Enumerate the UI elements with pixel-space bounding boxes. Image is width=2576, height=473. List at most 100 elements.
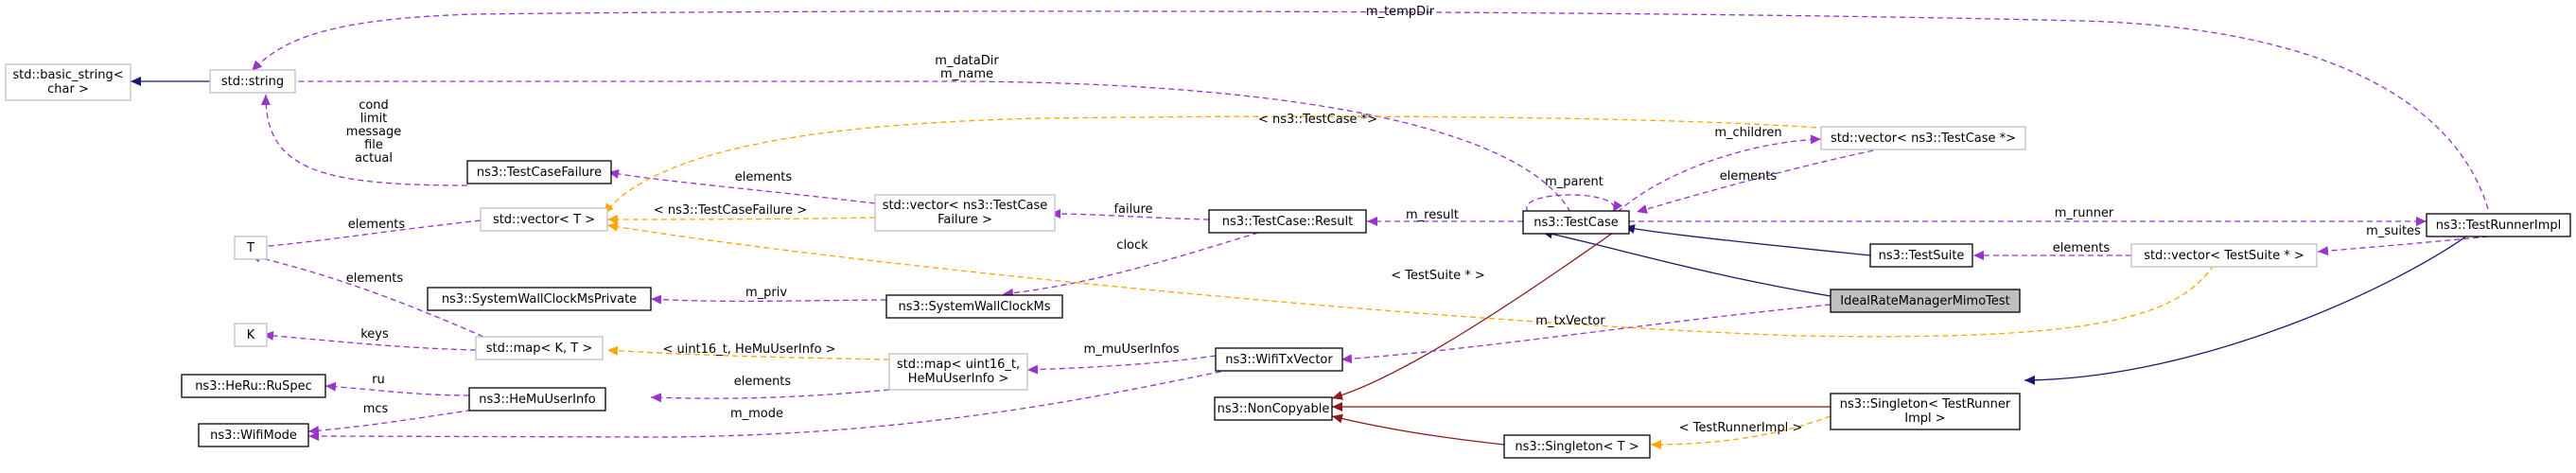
node-he-mu-user-info[interactable]: ns3::HeMuUserInfo (468, 387, 606, 412)
label-elements-suite: elements (2053, 241, 2111, 255)
edge-priv (650, 294, 887, 305)
edge-singletonT-noncopyable (1331, 413, 1505, 446)
edge-datadir (254, 77, 1571, 213)
node-system-wall-clock-ms[interactable]: ns3::SystemWallClockMs (885, 294, 1063, 319)
label-failure: failure (1113, 202, 1152, 217)
label-vec-testcase-ptr: < ns3::TestCase *> (1258, 113, 1377, 127)
node-singleton-T[interactable]: ns3::Singleton< T > (1503, 434, 1651, 459)
node-vector-T[interactable]: std::vector< T > (480, 207, 608, 232)
edge-parent (1526, 194, 1623, 213)
edge-testsuite-inherits-testcase (1623, 224, 1871, 256)
node-vector-test-case-ptr[interactable]: std::vector< ns3::TestCase *> (1820, 126, 2026, 150)
label-muuserinfos: m_muUserInfos (1083, 342, 1179, 357)
svg-text:ns3::HeMuUserInfo: ns3::HeMuUserInfo (479, 393, 596, 407)
label-testsuite-tmpl: < TestSuite * > (1391, 269, 1484, 283)
node-wifi-tx-vector[interactable]: ns3::WifiTxVector (1215, 347, 1343, 372)
edge-keys (262, 330, 477, 351)
svg-text:std::vector< ns3::TestCase *>: std::vector< ns3::TestCase *> (1831, 131, 2016, 146)
node-vector-test-case-failure[interactable]: std::vector< ns3::TestCase Failure > (874, 194, 1056, 232)
svg-text:ns3::SystemWallClockMs: ns3::SystemWallClockMs (898, 300, 1050, 314)
label-keys: keys (360, 327, 389, 342)
node-basic-string[interactable]: std::basic_string< char > (5, 63, 131, 101)
edge-testcase-noncopyable (1331, 232, 1614, 400)
label-failure-field-cond: cond (359, 98, 389, 113)
node-wifi-mode[interactable]: ns3::WifiMode (198, 423, 309, 447)
node-test-case-failure[interactable]: ns3::TestCaseFailure (466, 160, 612, 184)
label-priv: m_priv (745, 286, 787, 300)
edge-failure (1049, 209, 1210, 220)
node-non-copyable[interactable]: ns3::NonCopyable (1214, 396, 1333, 421)
svg-text:std::basic_string<: std::basic_string< (12, 68, 123, 82)
svg-text:ns3::WifiTxVector: ns3::WifiTxVector (1225, 353, 1333, 367)
svg-text:ns3::Singleton< TestRunner: ns3::Singleton< TestRunner (1840, 397, 2011, 412)
label-elements-hemu: elements (734, 375, 792, 389)
edge-elements-T (245, 219, 482, 253)
svg-text:std::map< K, T >: std::map< K, T > (486, 342, 593, 356)
edge-vec-testcase-ptr (603, 115, 1846, 215)
node-K[interactable]: K (234, 323, 268, 347)
node-test-runner-impl[interactable]: ns3::TestRunnerImpl (2426, 213, 2571, 237)
label-failure-field-limit: limit (360, 112, 388, 126)
label-runner: m_runner (2055, 206, 2114, 220)
label-mode: m_mode (730, 407, 783, 421)
node-test-suite[interactable]: ns3::TestSuite (1869, 243, 1973, 268)
edge-children (1617, 134, 1822, 213)
svg-text:ns3::TestCase::Result: ns3::TestCase::Result (1222, 215, 1353, 229)
label-elements-tc: elements (1720, 169, 1778, 184)
label-elements-failure: elements (735, 170, 793, 184)
edge-ru (324, 381, 470, 396)
edge-suites (2317, 236, 2489, 256)
svg-text:IdealRateManagerMimoTest: IdealRateManagerMimoTest (1840, 294, 2010, 308)
label-datadir-2: m_name (940, 67, 993, 81)
node-std-string[interactable]: std::string (209, 69, 296, 94)
edge-failure-tmpl (606, 214, 876, 224)
label-uint-tmpl: < uint16_t, HeMuUserInfo > (662, 342, 835, 357)
edge-muuserinfos (1026, 355, 1217, 375)
label-result: m_result (1406, 208, 1459, 222)
label-failure-field-file: file (364, 138, 383, 152)
label-suites: m_suites (2366, 224, 2421, 238)
label-txvector: m_txVector (1535, 314, 1605, 328)
node-system-wall-clock-ms-private[interactable]: ns3::SystemWallClockMsPrivate (427, 287, 652, 311)
svg-text:ns3::SystemWallClockMsPrivate: ns3::SystemWallClockMsPrivate (442, 292, 637, 307)
node-singleton-test-runner-impl[interactable]: ns3::Singleton< TestRunner Impl > (1830, 393, 2021, 430)
label-children: m_children (1714, 126, 1781, 140)
svg-text:ns3::TestSuite: ns3::TestSuite (1879, 249, 1965, 263)
edge-runner-tmpl (1650, 415, 1831, 449)
edge-failure-fields (260, 94, 468, 186)
node-ideal-rate-manager-mimo-test[interactable]: IdealRateManagerMimoTest (1830, 289, 2021, 313)
svg-text:char >: char > (47, 82, 89, 96)
node-he-ru-ruspec[interactable]: ns3::HeRu::RuSpec (181, 374, 326, 398)
label-failure-field-actual: actual (355, 151, 393, 166)
node-map-K-T[interactable]: std::map< K, T > (475, 336, 604, 360)
svg-text:std::map< uint16_t,: std::map< uint16_t, (897, 358, 1020, 372)
label-parent: m_parent (1545, 175, 1603, 189)
svg-text:T: T (246, 241, 254, 255)
edge-mode (307, 365, 1250, 442)
label-datadir-1: m_dataDir (935, 54, 999, 68)
edge-uint-tmpl (606, 345, 890, 360)
edge-testsuite-tmpl (606, 221, 2215, 338)
svg-text:Failure >: Failure > (938, 213, 992, 227)
svg-text:std::vector< TestSuite * >: std::vector< TestSuite * > (2144, 249, 2304, 263)
node-vector-test-suite-ptr[interactable]: std::vector< TestSuite * > (2130, 243, 2318, 268)
node-T[interactable]: T (234, 236, 268, 260)
svg-text:ns3::TestCase: ns3::TestCase (1533, 216, 1618, 230)
label-runner-tmpl: < TestRunnerImpl > (1679, 421, 1803, 435)
svg-text:ns3::Singleton< T >: ns3::Singleton< T > (1515, 440, 1638, 454)
edge-singleton-inherits-testrunner (2024, 230, 2475, 385)
edge-elements-tc (1636, 148, 1884, 214)
svg-text:ns3::TestRunnerImpl: ns3::TestRunnerImpl (2436, 219, 2562, 233)
label-clock: clock (1116, 238, 1148, 253)
svg-text:K: K (247, 328, 255, 342)
label-tempdir: m_tempDir (1366, 5, 1435, 19)
edge-ideal-inherits-testcase (1541, 229, 1831, 297)
label-ru: ru (372, 373, 385, 387)
node-test-case[interactable]: ns3::TestCase (1522, 210, 1630, 235)
svg-text:Impl >: Impl > (1904, 412, 1945, 426)
label-elements-T: elements (348, 218, 406, 232)
node-map-uint16-hemu[interactable]: std::map< uint16_t, HeMuUserInfo > (888, 353, 1028, 391)
svg-text:ns3::WifiMode: ns3::WifiMode (210, 429, 297, 443)
node-test-case-result[interactable]: ns3::TestCase::Result (1208, 209, 1367, 234)
